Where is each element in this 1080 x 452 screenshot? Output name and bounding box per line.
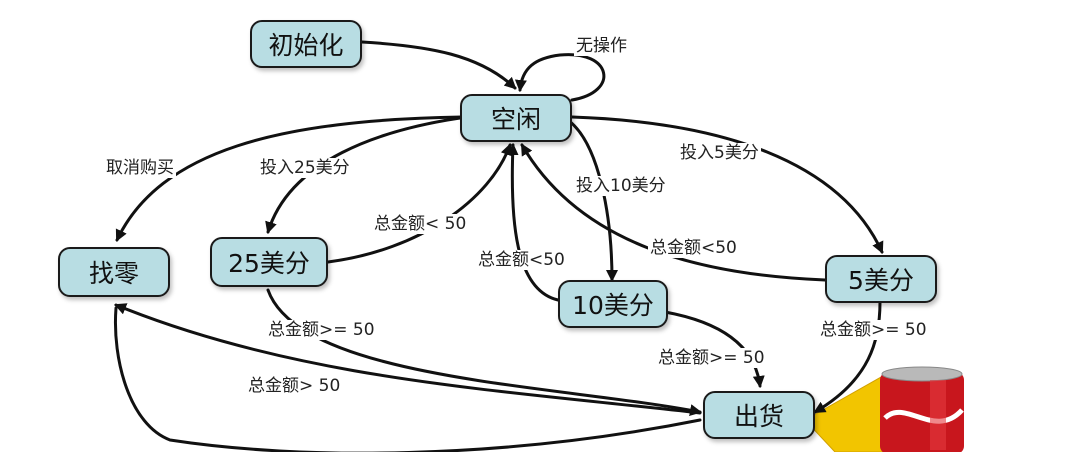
edge-idle-10: [563, 116, 618, 282]
edge-idle-5: [570, 115, 884, 254]
label-gt50: 总金额> 50: [246, 376, 343, 396]
edge-dispense-change: [114, 303, 702, 415]
state-5-cents: 5美分: [825, 255, 937, 303]
edge-5-dispense: [813, 300, 882, 414]
label-5-lt50: 总金额<50: [648, 238, 739, 258]
state-init: 初始化: [250, 20, 362, 68]
label-cancel: 取消购买: [104, 158, 176, 178]
label-insert-5: 投入5美分: [678, 143, 761, 163]
label-insert-25: 投入25美分: [258, 158, 352, 178]
edge-init-idle: [360, 40, 517, 90]
edge-idle-change: [115, 115, 464, 242]
state-idle: 空闲: [460, 94, 572, 142]
edge-dispense-bottom: [113, 306, 702, 452]
edge-10-idle: [506, 143, 560, 302]
label-10-lt50: 总金额<50: [476, 250, 567, 270]
label-10-ge50: 总金额>= 50: [656, 348, 767, 368]
edge-idle-25: [265, 116, 462, 234]
edge-idle-self: [514, 53, 606, 102]
label-25-lt50: 总金额< 50: [372, 214, 469, 234]
state-10-cents: 10美分: [558, 280, 668, 328]
edge-25-idle: [326, 143, 513, 264]
label-25-ge50: 总金额>= 50: [266, 320, 377, 340]
state-dispense: 出货: [703, 391, 815, 439]
state-25-cents: 25美分: [210, 237, 328, 287]
edge-5-idle: [520, 143, 827, 282]
label-insert-10: 投入10美分: [574, 176, 668, 196]
label-no-op: 无操作: [574, 36, 629, 56]
coca-cola-can-icon: [880, 366, 964, 452]
state-change: 找零: [58, 247, 170, 297]
label-5-ge50: 总金额>= 50: [818, 320, 929, 340]
edge-10-dispense: [663, 310, 765, 388]
